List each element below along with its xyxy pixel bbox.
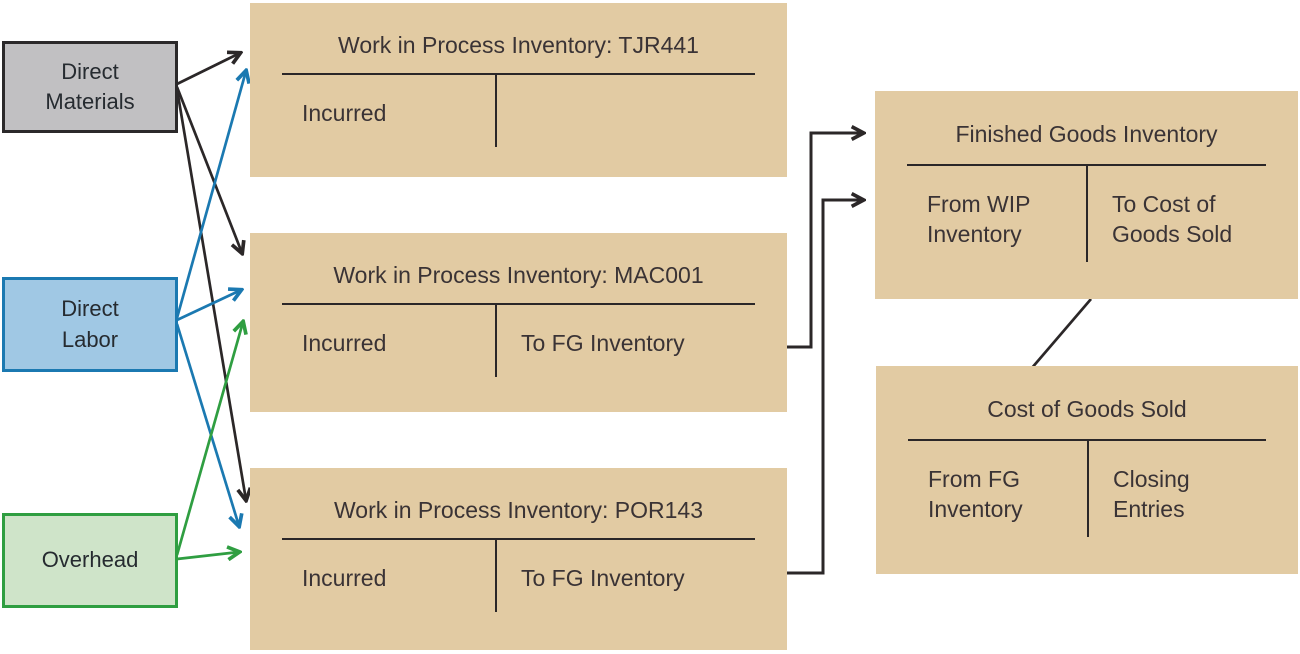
taccount-rule: From FG Inventory Closing Entries: [908, 439, 1266, 537]
taccount-finished-goods: Finished Goods Inventory From WIP Invent…: [875, 91, 1298, 299]
taccount-credit-cell: To FG Inventory: [521, 330, 685, 356]
taccount-rule: From WIP Inventory To Cost of Goods Sold: [907, 164, 1266, 262]
taccount-title: Cost of Goods Sold: [987, 396, 1187, 422]
taccount-wip-por143: Work in Process Inventory: POR143 Incurr…: [250, 468, 787, 650]
arrow-direct-materials-to-mac001: [175, 86, 242, 253]
taccount-rule: Incurred To FG Inventory: [282, 303, 755, 377]
taccount-credit-cell: Closing Entries: [1113, 466, 1190, 522]
arrow-direct-labor-to-tjr441: [175, 71, 246, 319]
direct-labor-label: Direct Labor: [61, 296, 119, 352]
overhead-label: Overhead: [41, 547, 139, 573]
taccount-debit-cell: Incurred: [282, 75, 497, 147]
arrow-direct-labor-to-mac001: [176, 290, 241, 322]
taccount-title: Work in Process Inventory: MAC001: [333, 262, 704, 288]
taccount-title: Finished Goods Inventory: [955, 121, 1218, 147]
taccount-debit-cell: From FG Inventory: [908, 441, 1089, 537]
arrow-direct-materials-to-tjr441: [176, 53, 240, 86]
arrow-direct-materials-to-por143: [175, 88, 246, 500]
arrow-overhead-to-mac001: [175, 322, 243, 556]
direct-materials-label: Direct Materials: [45, 58, 135, 114]
taccount-credit-cell: [497, 75, 755, 147]
taccount-rule: Incurred: [282, 73, 755, 147]
taccount-credit-cell: To Cost of Goods Sold: [1112, 191, 1233, 247]
taccount-cost-of-goods-sold: Cost of Goods Sold From FG Inventory Clo…: [876, 366, 1298, 574]
overhead-box: Overhead: [2, 513, 178, 608]
arrow-direct-labor-to-por143: [175, 323, 239, 526]
connector-por143-to-finished-goods: [787, 200, 863, 575]
taccount-wip-mac001: Work in Process Inventory: MAC001 Incurr…: [250, 233, 787, 412]
arrow-overhead-to-por143: [176, 552, 239, 559]
taccount-debit-cell: From WIP Inventory: [907, 166, 1088, 262]
taccount-title: Work in Process Inventory: POR143: [334, 497, 703, 523]
taccount-debit-cell: Incurred: [282, 540, 497, 612]
taccount-title: Work in Process Inventory: TJR441: [338, 32, 699, 58]
taccount-credit-cell: To FG Inventory: [521, 565, 685, 591]
taccount-wip-tjr441: Work in Process Inventory: TJR441 Incurr…: [250, 3, 787, 177]
taccount-rule: Incurred To FG Inventory: [282, 538, 755, 612]
direct-labor-box: Direct Labor: [2, 277, 178, 372]
direct-materials-box: Direct Materials: [2, 41, 178, 133]
taccount-debit-cell: Incurred: [282, 305, 497, 377]
connector-mac001-to-finished-goods: [787, 133, 863, 349]
